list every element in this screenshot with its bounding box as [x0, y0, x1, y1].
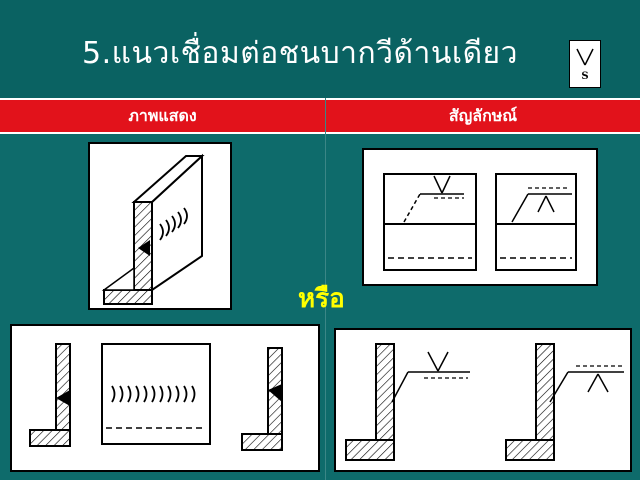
illustration-column-header: ภาพแสดง [128, 106, 197, 125]
single-v-groove-weld-symbol-icon [576, 48, 594, 66]
isometric-weld-joint-illustration [101, 153, 205, 305]
symbol-column-header: สัญลักษณ์ [448, 106, 518, 125]
section-views-panel [10, 324, 320, 472]
symbol-drawing-panel-top [362, 148, 598, 286]
symbol-drawing-panel-bottom [334, 328, 632, 472]
column-header-bar: ภาพแสดง สัญลักษณ์ [0, 98, 640, 134]
section-view-drawings [29, 343, 283, 451]
weld-symbol-label: S [581, 71, 589, 82]
isometric-joint-panel [88, 142, 232, 310]
or-label: หรือ [298, 284, 345, 314]
weld-symbol-box: S [569, 40, 601, 88]
weld-symbol-drawings-top [383, 173, 577, 271]
column-divider [325, 98, 326, 480]
title-band: 5.แนวเชื่อมต่อชนบากวีด้านเดียว S [0, 0, 640, 98]
slide-title: 5.แนวเชื่อมต่อชนบากวีด้านเดียว [82, 36, 518, 71]
weld-symbol-section-drawings [345, 343, 624, 461]
